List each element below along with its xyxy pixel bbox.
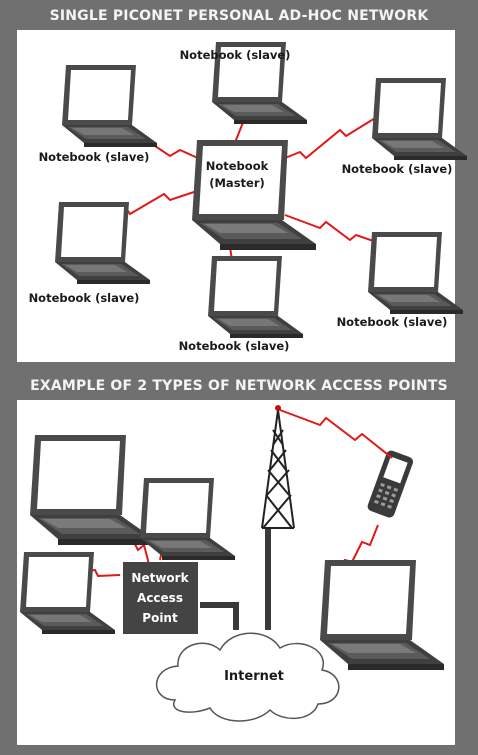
label-slave-lower-right: Notebook (slave) bbox=[337, 315, 448, 329]
ap-to-internet-cable bbox=[200, 602, 239, 630]
label-slave-top: Notebook (slave) bbox=[180, 48, 291, 62]
internet-cloud bbox=[155, 632, 340, 722]
ap-label-line2: Access bbox=[137, 591, 183, 605]
label-slave-lower-left: Notebook (slave) bbox=[29, 291, 140, 305]
signal-link-upper-right bbox=[254, 111, 386, 171]
panel2-title: EXAMPLE OF 2 TYPES OF NETWORK ACCESS POI… bbox=[30, 378, 448, 394]
tower-antenna-tip bbox=[275, 405, 281, 411]
label-slave-upper-right: Notebook (slave) bbox=[342, 162, 453, 176]
ap-label-line3: Point bbox=[142, 611, 178, 625]
label-master-line2: (Master) bbox=[209, 176, 265, 190]
panel1-title: SINGLE PICONET PERSONAL AD-HOC NETWORK bbox=[49, 8, 429, 24]
network-access-point-box bbox=[123, 562, 198, 634]
ap-label-line1: Network bbox=[131, 571, 189, 585]
wired-connections bbox=[200, 528, 271, 630]
label-master-line1: Notebook bbox=[206, 159, 269, 173]
cell-tower bbox=[261, 409, 295, 529]
label-slave-bottom: Notebook (slave) bbox=[179, 339, 290, 353]
label-slave-upper-left: Notebook (slave) bbox=[39, 150, 150, 164]
signal-link-lower-right bbox=[284, 214, 389, 247]
mobile-phone bbox=[367, 450, 414, 518]
signal-tower-to-phone bbox=[279, 409, 393, 459]
label-internet: Internet bbox=[224, 669, 284, 684]
